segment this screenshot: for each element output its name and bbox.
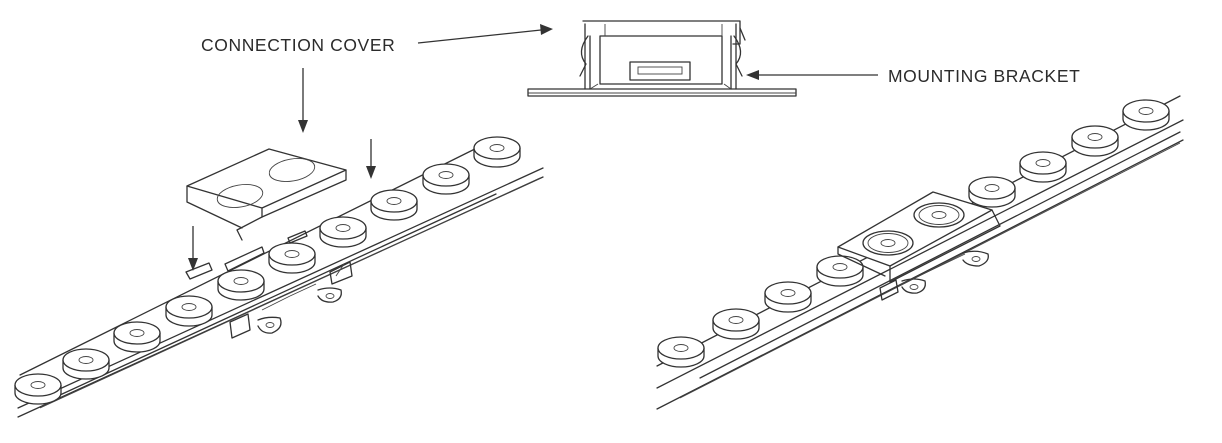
- left-assembly: [14, 136, 544, 418]
- arrow-head: [540, 24, 553, 35]
- mounting-bracket-label: MOUNTING BRACKET: [888, 66, 1081, 86]
- mounting-bracket-drawing: [527, 20, 797, 97]
- connection-cover-label: CONNECTION COVER: [201, 35, 396, 55]
- callout-arrows: [188, 24, 878, 271]
- connection-cover-drawing: [186, 148, 347, 241]
- arrow-to-bracket: [417, 29, 542, 44]
- right-assembly: [656, 95, 1184, 410]
